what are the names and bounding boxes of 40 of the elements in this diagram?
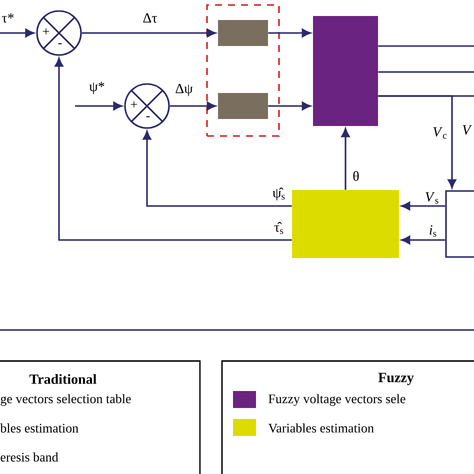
arrow	[54, 58, 292, 241]
edge-label: V$_{s}$	[426, 192, 438, 204]
arrow	[401, 236, 446, 244]
arrow	[268, 28, 311, 38]
legend-text: ge vectors selection table	[0, 394, 131, 406]
block-box	[218, 20, 268, 46]
legend-text: Fuzzy voltage vectors sele	[268, 394, 406, 406]
arrow	[142, 130, 292, 207]
block-box	[445, 190, 474, 258]
signal-line	[378, 71, 474, 73]
arrow	[341, 128, 350, 190]
block-box	[292, 190, 399, 258]
arrow	[170, 102, 216, 110]
input-label: τ*	[2, 13, 14, 23]
block-box	[218, 93, 268, 119]
edge-label: V$_{c}$	[433, 127, 447, 139]
arrow	[75, 102, 122, 110]
arrow	[82, 28, 216, 38]
signal-label: V	[462, 125, 472, 135]
signal-line	[378, 45, 474, 47]
arrow	[401, 202, 446, 210]
edge-label: θ	[353, 171, 359, 181]
dashed-group-box	[206, 4, 280, 137]
arrow	[0, 28, 34, 38]
legend-text: eresis band	[0, 452, 58, 462]
legend-heading: Fuzzy	[378, 372, 414, 386]
edge-label: i$_{s}$	[430, 225, 436, 237]
legend-text: bles estimation	[0, 423, 78, 433]
edge-label: τ̂$_{s}$	[274, 222, 284, 234]
arrow	[268, 102, 311, 110]
edge-label: Δτ	[143, 13, 157, 23]
arrow	[378, 95, 456, 188]
legend-heading: Traditional	[30, 374, 96, 384]
summing-junction: + -	[36, 10, 82, 56]
summing-junction: + -	[124, 83, 170, 129]
input-label: ψ*	[89, 82, 104, 94]
edge-label: ψ̂$_{s}$	[272, 188, 285, 200]
block-box	[313, 16, 378, 126]
edge-label: Δψ	[176, 84, 193, 96]
legend-text: Variables estimation	[268, 423, 374, 433]
